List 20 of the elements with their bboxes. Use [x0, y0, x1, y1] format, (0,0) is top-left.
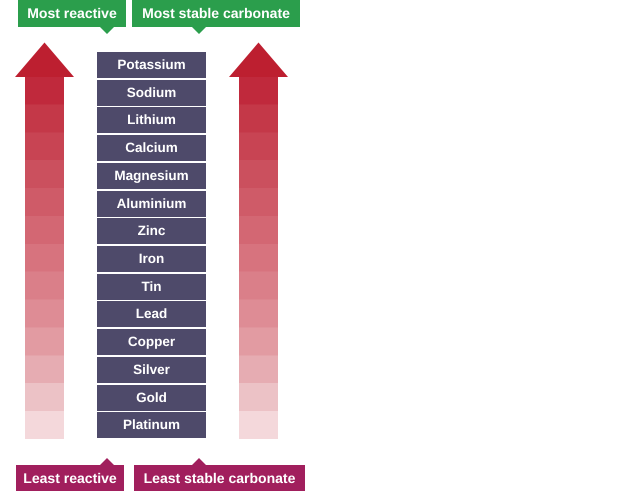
- metal-box: Sodium: [97, 80, 206, 106]
- callout-tag: Most reactive: [18, 0, 126, 34]
- metal-box: Magnesium: [97, 162, 206, 189]
- metal-box: Aluminium: [97, 190, 206, 217]
- metal-box: Calcium: [97, 135, 206, 162]
- metal-box: Copper: [97, 329, 206, 356]
- callout-tag: Most stable carbonate: [132, 0, 300, 34]
- metal-box: Iron: [97, 246, 206, 272]
- metal-box: Lithium: [97, 107, 206, 134]
- callout-tag: Least stable carbonate: [134, 458, 305, 491]
- metal-box: Zinc: [97, 218, 206, 244]
- metal-box: Silver: [97, 356, 206, 383]
- metal-box: Potassium: [97, 52, 206, 78]
- metal-box: Platinum: [97, 412, 206, 438]
- metal-box: Tin: [97, 274, 206, 300]
- metal-box: Gold: [97, 384, 206, 411]
- arrow: [15, 42, 74, 439]
- arrow: [229, 42, 288, 439]
- callout-tag: Least reactive: [16, 458, 124, 491]
- metal-box: Lead: [97, 301, 206, 328]
